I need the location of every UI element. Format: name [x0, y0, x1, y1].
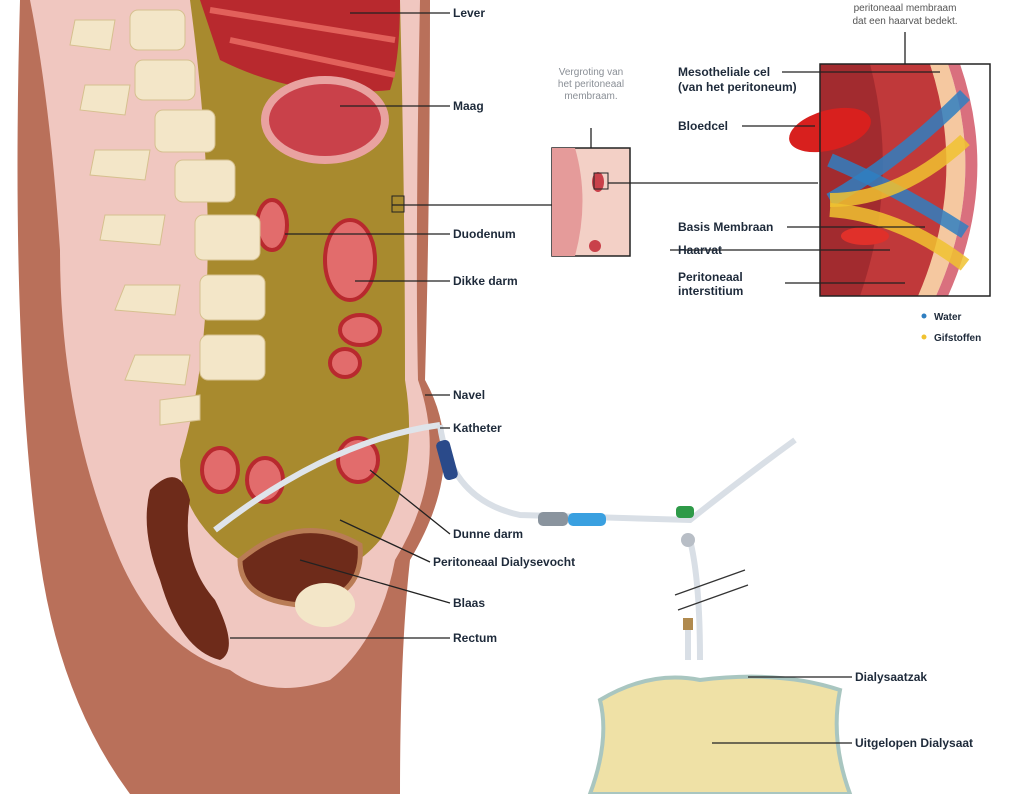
- zoom-caption-line2: het peritoneaal: [558, 79, 624, 90]
- label-blaas: Blaas: [453, 596, 485, 610]
- legend-water: Water: [934, 312, 962, 323]
- legend-gifstoffen-swatch: [921, 334, 927, 340]
- top-caption-line2: dat een haarvat bedekt.: [852, 16, 957, 27]
- label-dikke-darm: Dikke darm: [453, 274, 518, 288]
- label-lever: Lever: [453, 6, 485, 20]
- label-haarvat: Haarvat: [678, 243, 722, 257]
- label-dunne-darm: Dunne darm: [453, 527, 523, 541]
- label-katheter: Katheter: [453, 421, 502, 435]
- label-uitgelopen-dialysaat: Uitgelopen Dialysaat: [855, 736, 973, 750]
- label-maag: Maag: [453, 99, 484, 113]
- label-interstitium-line2: interstitium: [678, 284, 743, 298]
- body-cross-section: [17, 0, 445, 794]
- zoom-caption-line1: Vergroting van: [559, 67, 624, 78]
- label-basis-membraan: Basis Membraan: [678, 220, 773, 234]
- catheter-tubing: [436, 424, 853, 794]
- top-caption-line1: peritoneaal membraam: [854, 3, 957, 14]
- legend-water-swatch: [921, 313, 927, 319]
- zoom-caption-line3: membraam.: [564, 91, 617, 102]
- label-dialysevocht: Peritoneaal Dialysevocht: [433, 555, 575, 569]
- label-interstitium-line1: Peritoneaal: [678, 270, 743, 284]
- legend: Water Gifstoffen: [921, 312, 981, 344]
- label-duodenum: Duodenum: [453, 227, 516, 241]
- leader-lines: [230, 12, 940, 744]
- label-bloedcel: Bloedcel: [678, 119, 728, 133]
- label-dialysaatzak: Dialysaatzak: [855, 670, 927, 684]
- label-mesothelial-line2: (van het peritoneum): [678, 80, 797, 94]
- label-rectum: Rectum: [453, 631, 497, 645]
- membrane-zoom-large: [789, 32, 991, 297]
- label-navel: Navel: [453, 388, 485, 402]
- label-mesothelial-line1: Mesotheliale cel: [678, 65, 770, 79]
- membrane-zoom-small: [391, 128, 818, 257]
- legend-gifstoffen: Gifstoffen: [934, 333, 981, 344]
